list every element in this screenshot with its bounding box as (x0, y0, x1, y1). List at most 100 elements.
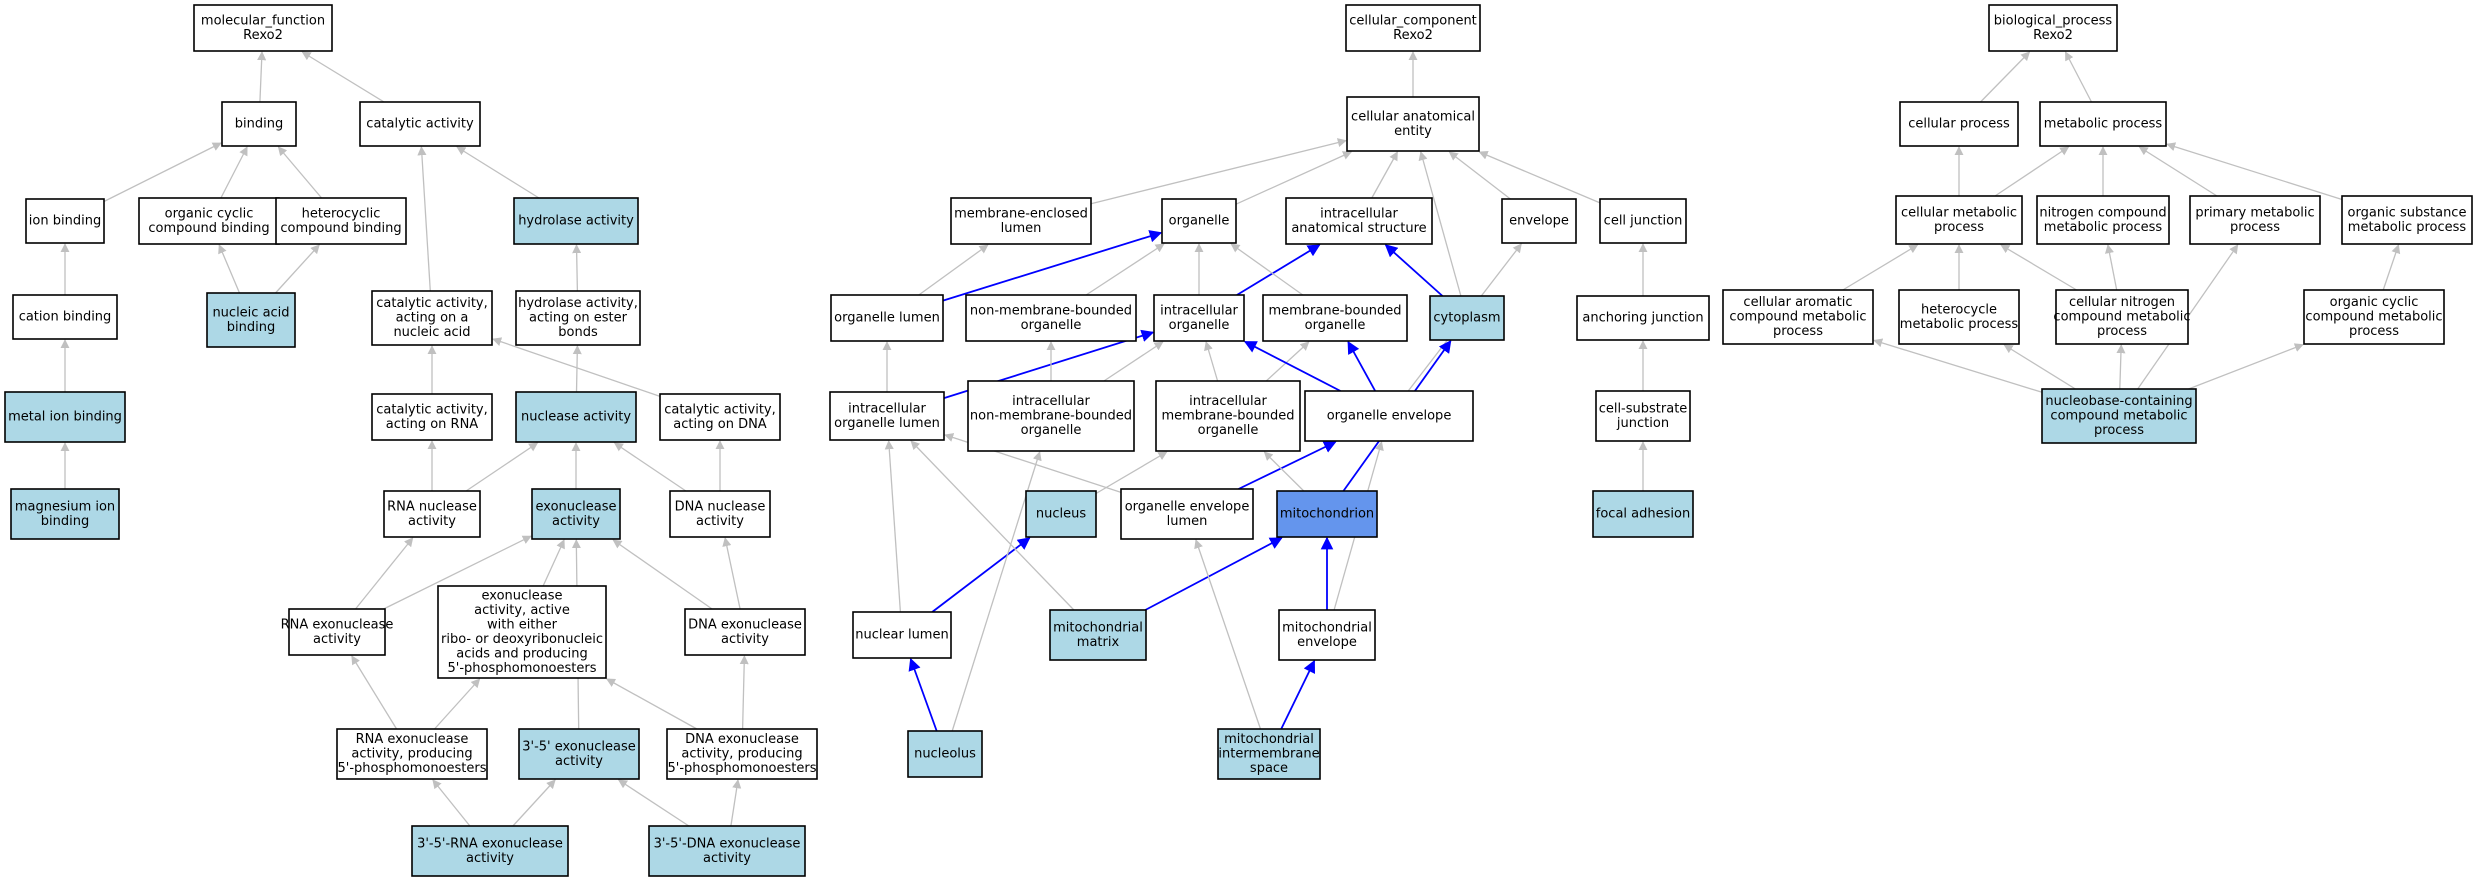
edge-dnaexo5-to-dnaexo (739, 655, 749, 730)
node-label-line: RNA exonuclease (281, 617, 394, 632)
node-binding[interactable]: binding (221, 101, 297, 147)
node-box (950, 197, 1092, 245)
node-nuclease[interactable]: nuclease activity (515, 391, 637, 443)
edge-mitoims-to-orgenvlumen (1194, 539, 1262, 730)
edge-cellnitro-to-nitrogen (2105, 244, 2118, 291)
node-box (1345, 4, 1481, 52)
node-box (437, 585, 607, 679)
node-box (1429, 295, 1505, 341)
node-label-line: membrane-bounded (1268, 303, 1401, 318)
node-focal[interactable]: focal adhesion (1592, 490, 1694, 538)
node-ionbind[interactable]: ion binding (25, 198, 105, 244)
edge-dnaexo-to-exonuc (612, 539, 713, 610)
node-label-line: compound metabolic (1729, 310, 1866, 325)
node-label-line: binding (227, 320, 275, 335)
node-catrna[interactable]: catalytic activity,acting on RNA (371, 393, 493, 441)
node-label-line: compound binding (148, 221, 269, 236)
node-label-line: organelle (1198, 423, 1259, 438)
node-label-line: organelle envelope (1327, 409, 1452, 424)
node-box (1595, 390, 1691, 442)
node-anchor[interactable]: anchoring junction (1576, 295, 1710, 341)
edge-aromatic-to-cellmet (1842, 244, 1919, 291)
node-box (2036, 195, 2170, 245)
node-hydrolase[interactable]: hydrolase activity (513, 197, 639, 245)
node-box (513, 197, 639, 245)
node-label-line: cation binding (19, 310, 112, 325)
edge-orglumen-to-organelle (942, 230, 1163, 302)
node-label-line: Rexo2 (243, 28, 283, 43)
node-label-line: envelope (1509, 214, 1569, 229)
edge-catnuc-to-catalytic (417, 146, 431, 292)
node-box (206, 292, 296, 348)
node-celljunc[interactable]: cell junction (1599, 198, 1687, 244)
node-catalytic[interactable]: catalytic activity (359, 101, 481, 147)
node-catdna[interactable]: catalytic activity,acting on DNA (659, 393, 781, 441)
node-box (2303, 289, 2445, 345)
node-orglumen[interactable]: organelle lumen (830, 294, 944, 342)
node-nuclumen[interactable]: nuclear lumen (852, 611, 952, 659)
node-nucleus[interactable]: nucleus (1025, 490, 1097, 538)
node-mito[interactable]: mitochondrion (1276, 490, 1378, 538)
node-cation[interactable]: cation binding (12, 294, 118, 340)
node-box (531, 488, 621, 540)
node-label-line: nucleic acid (212, 305, 289, 320)
node-label-line: intracellular (1320, 206, 1398, 221)
edge-dna35-to-exo35 (617, 779, 690, 827)
node-cellproc[interactable]: cellular process (1899, 101, 2019, 147)
node-envelope[interactable]: envelope (1501, 198, 1577, 244)
node-organelle[interactable]: organelle (1161, 198, 1237, 244)
node-box (518, 728, 640, 780)
node-box (138, 197, 280, 245)
node-metproc[interactable]: metabolic process (2039, 101, 2167, 147)
node-label-line: hydrolase activity, (518, 296, 638, 311)
edge-orgenv-to-membnd (1347, 340, 1376, 392)
node-metal[interactable]: metal ion binding (4, 391, 126, 443)
node-nucleolus[interactable]: nucleolus (907, 730, 983, 778)
node-cytoplasm[interactable]: cytoplasm (1429, 295, 1505, 341)
node-intnonmem[interactable]: intracellularnon-membrane-boundedorganel… (967, 380, 1135, 452)
node-orgenv[interactable]: organelle envelope (1304, 390, 1474, 442)
